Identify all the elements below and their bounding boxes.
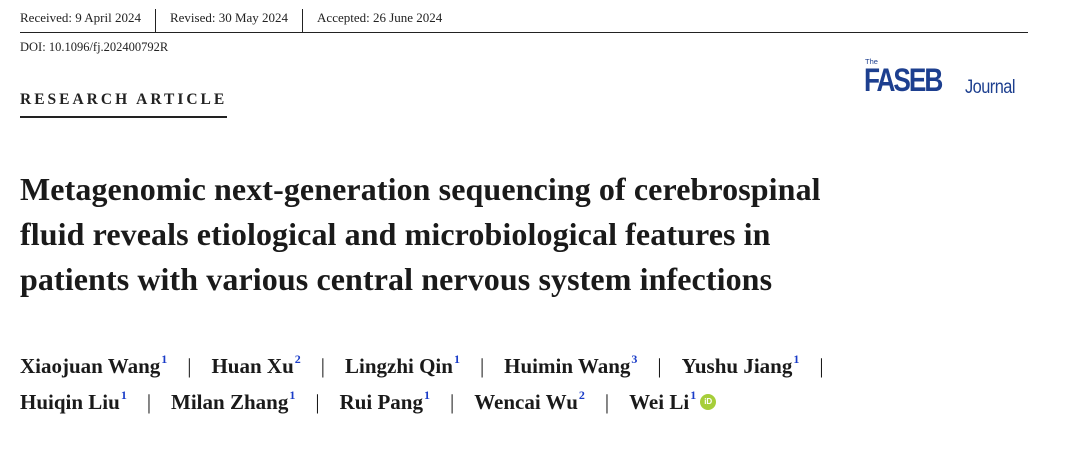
affiliation-link[interactable]: 1 (453, 352, 460, 366)
accepted-date: Accepted: 26 June 2024 (302, 9, 442, 32)
author-separator: | (187, 354, 192, 378)
author[interactable]: Huimin Wang3 (504, 343, 637, 384)
author-name[interactable]: Wei Li (629, 390, 690, 414)
orcid-icon[interactable]: iD (700, 394, 717, 411)
affiliation-link[interactable]: 1 (161, 352, 168, 366)
author-name[interactable]: Huiqin Liu (20, 390, 120, 414)
author-name[interactable]: Rui Pang (339, 390, 423, 414)
affiliation-link[interactable]: 1 (793, 352, 800, 366)
title-line: fluid reveals etiological and microbiolo… (20, 216, 771, 252)
author[interactable]: Huiqin Liu1 (20, 379, 127, 420)
author-name[interactable]: Lingzhi Qin (344, 354, 453, 378)
received-date: Received: 9 April 2024 (20, 10, 141, 25)
author-name[interactable]: Xiaojuan Wang (20, 354, 161, 378)
author-line: Huiqin Liu1|Milan Zhang1|Rui Pang1|Wenca… (20, 379, 1060, 415)
author-name[interactable]: Wencai Wu (474, 390, 578, 414)
affiliation-link[interactable]: 1 (423, 388, 430, 402)
author-separator: | (320, 354, 325, 378)
affiliation-link[interactable]: 1 (690, 388, 697, 402)
doi[interactable]: DOI: 10.1096/fj.202400792R (20, 40, 169, 54)
affiliation-link[interactable]: 2 (578, 388, 585, 402)
author-separator: | (479, 354, 485, 378)
title-line: Metagenomic next-generation sequencing o… (20, 171, 821, 207)
author-name[interactable]: Huan Xu (211, 354, 294, 378)
author-separator: | (315, 390, 320, 414)
affiliation-link[interactable]: 2 (294, 352, 301, 366)
author[interactable]: Xiaojuan Wang1 (20, 343, 167, 384)
title-line: patients with various central nervous sy… (20, 261, 773, 297)
author-separator: | (819, 354, 824, 378)
author-list: Xiaojuan Wang1|Huan Xu2|Lingzhi Qin1|Hui… (20, 343, 1060, 415)
author[interactable]: Huan Xu2 (211, 343, 300, 384)
author[interactable]: Yushu Jiang1 (682, 343, 800, 384)
author-name[interactable]: Yushu Jiang (681, 354, 793, 378)
publication-dates: Received: 9 April 2024 Revised: 30 May 2… (20, 9, 1028, 33)
affiliation-link[interactable]: 1 (289, 388, 296, 402)
article-type: RESEARCH ARTICLE (20, 90, 228, 118)
author-separator: | (604, 390, 610, 414)
affiliation-link[interactable]: 1 (120, 388, 127, 402)
author[interactable]: Rui Pang1 (340, 379, 430, 420)
affiliation-link[interactable]: 3 (631, 352, 638, 366)
author[interactable]: Wencai Wu2 (474, 379, 585, 420)
author[interactable]: Wei Li1 (629, 379, 696, 420)
author-separator: | (449, 390, 455, 414)
author[interactable]: Lingzhi Qin1 (345, 343, 460, 384)
author-separator: | (657, 354, 662, 378)
paper-title: Metagenomic next-generation sequencing o… (20, 167, 1040, 302)
author-line: Xiaojuan Wang1|Huan Xu2|Lingzhi Qin1|Hui… (20, 343, 1060, 379)
author-separator: | (146, 390, 152, 414)
author[interactable]: Milan Zhang1 (171, 379, 295, 420)
author-name[interactable]: Milan Zhang (171, 390, 289, 414)
author-name[interactable]: Huimin Wang (504, 354, 631, 378)
journal-logo-the: The (865, 57, 878, 66)
journal-logo-suffix: Journal (965, 77, 1016, 98)
journal-logo-name: FASEB (864, 62, 943, 98)
journal-logo[interactable]: The FASEB Journal (864, 58, 1034, 104)
revised-date: Revised: 30 May 2024 (154, 9, 302, 32)
